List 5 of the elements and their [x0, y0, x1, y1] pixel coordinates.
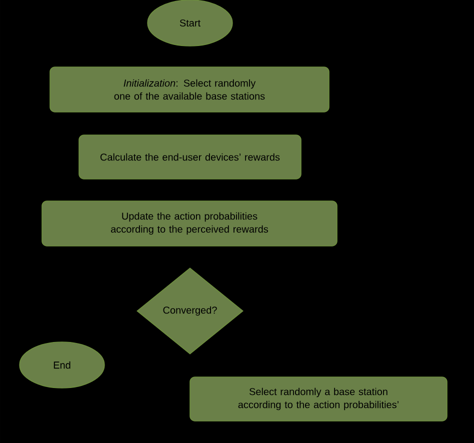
- process-box: Calculate the end-user devices’ rewards: [78, 134, 302, 180]
- process-box: Select randomly a base station according to the action probabilities’: [190, 376, 448, 422]
- process-box: Initialization: Select randomly one of the available base stations: [50, 66, 330, 112]
- end-oval: End: [19, 342, 105, 388]
- process-box: Update the action probabilities according to the perceived rewards: [42, 200, 338, 246]
